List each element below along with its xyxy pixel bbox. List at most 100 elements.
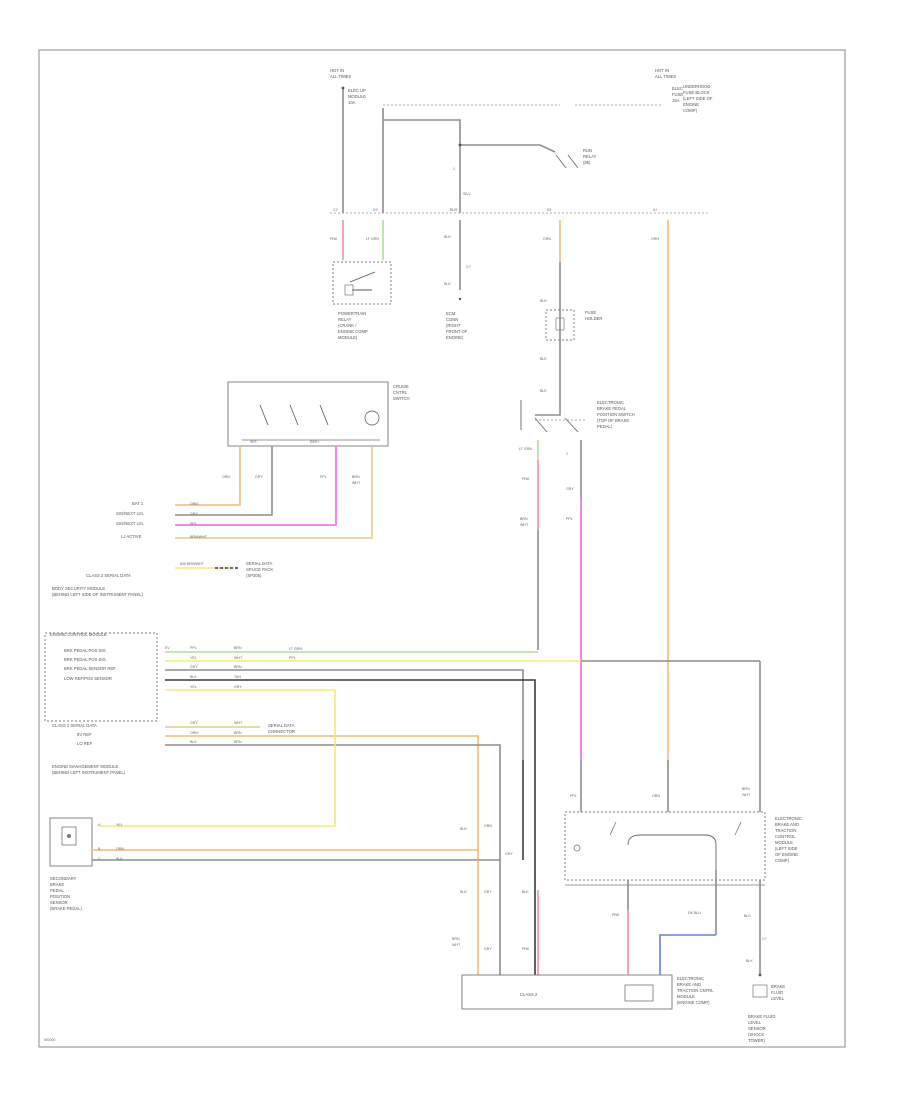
svg-text:800 BRN/WHT: 800 BRN/WHT xyxy=(180,562,205,566)
svg-text:ELEC: ELEC xyxy=(672,86,683,91)
svg-text:LT GRN: LT GRN xyxy=(519,447,532,451)
svg-text:A: A xyxy=(98,823,101,827)
svg-text:PNK: PNK xyxy=(330,237,338,241)
svg-text:(CRANK /: (CRANK / xyxy=(338,323,357,328)
svg-text:RELAY: RELAY xyxy=(338,317,352,322)
svg-text:BODY SECURITY MODULE: BODY SECURITY MODULE xyxy=(52,586,105,591)
cruise-switch-wires: BAT 1 SIG/NEXT LVL SIG/NEXT LVL LJ ACTIV… xyxy=(116,446,373,539)
svg-text:ORN: ORN xyxy=(116,847,124,851)
diagram-frame xyxy=(38,49,846,1048)
svg-text:BLK: BLK xyxy=(444,282,451,286)
svg-text:PNK: PNK xyxy=(522,947,530,951)
svg-text:BLK: BLK xyxy=(460,827,467,831)
svg-text:BLK: BLK xyxy=(746,959,753,963)
svg-text:ALL TIMES: ALL TIMES xyxy=(330,74,351,79)
svg-text:(LEFT SIDE OF: (LEFT SIDE OF xyxy=(683,96,713,101)
svg-text:TOWER): TOWER) xyxy=(748,1038,766,1043)
svg-text:(TOP OF BRAKE: (TOP OF BRAKE xyxy=(597,418,629,423)
svg-text:GRY: GRY xyxy=(190,721,198,725)
svg-text:ORN: ORN xyxy=(484,824,492,828)
svg-text:LEVEL: LEVEL xyxy=(771,996,785,1001)
svg-text:ECM: ECM xyxy=(446,311,456,316)
svg-text:WHT: WHT xyxy=(452,943,461,947)
svg-text:MODULE): MODULE) xyxy=(338,335,358,340)
svg-text:CNTRL: CNTRL xyxy=(393,390,408,395)
svg-text:SILV: SILV xyxy=(463,192,471,196)
svg-text:BUS: BUS xyxy=(450,208,458,212)
svg-text:YEL: YEL xyxy=(190,685,197,689)
svg-text:SERIAL DATA: SERIAL DATA xyxy=(268,723,295,728)
engine-control-module: ENGINE CONTROL MODULE BRK PEDAL POS SIG … xyxy=(44,632,158,775)
svg-text:(ENGINE COMP): (ENGINE COMP) xyxy=(677,1000,710,1005)
svg-text:BRN: BRN xyxy=(742,787,750,791)
svg-text:5V REF: 5V REF xyxy=(77,732,92,737)
svg-text:TRACTION CNTRL: TRACTION CNTRL xyxy=(677,988,714,993)
svg-text:MODULE: MODULE xyxy=(775,840,793,845)
svg-text:HOT IN: HOT IN xyxy=(330,68,344,73)
electronic-brake-module: CLASS 2 ELECTRONIC BRAKE AND TRACTION CN… xyxy=(461,974,714,1010)
svg-text:CONTROL: CONTROL xyxy=(775,834,796,839)
svg-text:(SHOCK: (SHOCK xyxy=(748,1032,764,1037)
svg-text:C: C xyxy=(98,857,101,861)
svg-text:BLK: BLK xyxy=(190,740,197,744)
svg-text:WHT: WHT xyxy=(742,793,751,797)
svg-text:BRK PEDAL SENSOR REF: BRK PEDAL SENSOR REF xyxy=(64,666,116,671)
svg-text:LOW REF/POS SENSOR: LOW REF/POS SENSOR xyxy=(64,676,112,681)
svg-text:BLK: BLK xyxy=(540,299,547,303)
svg-text:(RIGHT: (RIGHT xyxy=(446,323,461,328)
svg-text:15A: 15A xyxy=(672,98,680,103)
svg-text:OF ENGINE: OF ENGINE xyxy=(775,852,798,857)
svg-text:ALL TIMES: ALL TIMES xyxy=(655,74,676,79)
svg-text:PPL: PPL xyxy=(320,475,327,479)
svg-text:ORN: ORN xyxy=(652,794,660,798)
svg-text:2: 2 xyxy=(566,452,568,456)
svg-text:BLK: BLK xyxy=(444,235,451,239)
svg-text:SIG/NEXT LVL: SIG/NEXT LVL xyxy=(116,521,144,526)
svg-text:ORN: ORN xyxy=(190,731,198,735)
svg-text:LT GRN: LT GRN xyxy=(366,237,379,241)
svg-text:BRN: BRN xyxy=(520,517,528,521)
lower-middle-wires: ORN BLK GRY BLK GRY BLK BRN WHT GRY PNK xyxy=(452,760,539,975)
svg-text:SENSOR: SENSOR xyxy=(50,900,68,905)
svg-text:POSITION SWITCH: POSITION SWITCH xyxy=(597,412,635,417)
svg-text:PPL: PPL xyxy=(566,517,573,521)
svg-text:B: B xyxy=(98,847,101,851)
svg-text:A?: A? xyxy=(653,208,657,212)
svg-text:CONN: CONN xyxy=(446,317,458,322)
svg-text:PEDAL: PEDAL xyxy=(50,888,64,893)
svg-text:10A: 10A xyxy=(348,100,356,105)
svg-text:BRN: BRN xyxy=(234,665,242,669)
svg-text:BRAKE FLUID: BRAKE FLUID xyxy=(748,1014,775,1019)
svg-text:BRAKE AND: BRAKE AND xyxy=(775,822,799,827)
underhood-ground-label: ECM CONN (RIGHT FRONT OF ENGINE) xyxy=(446,311,468,340)
svg-text:BRN/WHT: BRN/WHT xyxy=(190,535,208,539)
svg-text:BLK: BLK xyxy=(540,389,547,393)
top-wire-drops: PNK LT GRN BLK ORN ORN C? BLK xyxy=(330,220,669,760)
svg-text:BRN: BRN xyxy=(234,646,242,650)
svg-text:BLK: BLK xyxy=(116,857,123,861)
svg-text:PPL: PPL xyxy=(190,522,197,526)
svg-text:C2: C2 xyxy=(333,208,338,212)
svg-text:CONNECTOR: CONNECTOR xyxy=(268,729,295,734)
svg-text:BRK PEDAL POS SIG: BRK PEDAL POS SIG xyxy=(64,657,106,662)
svg-text:YEL: YEL xyxy=(190,656,197,660)
svg-text:BAT 1: BAT 1 xyxy=(132,501,144,506)
svg-text:PPL: PPL xyxy=(570,794,577,798)
cruise-control-switch: CRUISE CNTRL SWITCH SET- RES+ xyxy=(227,381,410,447)
svg-text:ORN: ORN xyxy=(543,237,551,241)
svg-text:C?: C? xyxy=(762,937,767,941)
svg-text:C?: C? xyxy=(466,265,471,269)
svg-text:ENGINE CONTROL MODULE: ENGINE CONTROL MODULE xyxy=(50,632,107,637)
svg-text:SPLICE PACK: SPLICE PACK xyxy=(246,567,273,572)
svg-text:HOT IN: HOT IN xyxy=(655,68,669,73)
svg-text:BLK: BLK xyxy=(744,914,751,918)
svg-text:WHT: WHT xyxy=(234,656,243,660)
svg-text:WHT: WHT xyxy=(352,481,361,485)
svg-text:(85): (85) xyxy=(583,160,591,165)
svg-text:DK BLU: DK BLU xyxy=(688,911,701,915)
svg-text:EV: EV xyxy=(165,646,170,650)
svg-text:PPL: PPL xyxy=(190,646,197,650)
svg-text:(BRAKE PEDAL): (BRAKE PEDAL) xyxy=(50,906,82,911)
svg-text:SENSOR: SENSOR xyxy=(748,1026,766,1031)
